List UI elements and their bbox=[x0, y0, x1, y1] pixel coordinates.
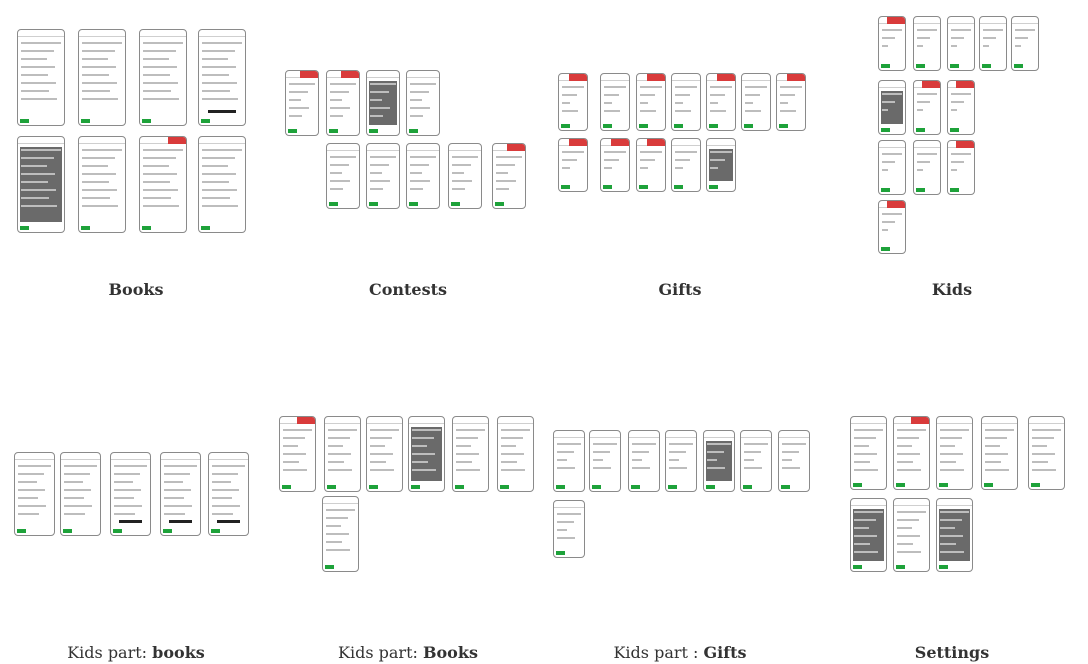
wireframe-screen bbox=[198, 29, 246, 126]
wireframe-screen bbox=[1011, 16, 1039, 71]
wireframe-screen bbox=[326, 70, 360, 136]
wireframe-screen bbox=[60, 452, 101, 536]
wireframe-screen bbox=[139, 29, 187, 126]
wireframe-screen bbox=[913, 16, 941, 71]
gifts-wireframes-thumbnail[interactable] bbox=[544, 0, 816, 270]
wireframe-screen bbox=[14, 452, 55, 536]
wireframe-screen bbox=[947, 16, 975, 71]
contests-wireframes-thumbnail[interactable] bbox=[272, 0, 544, 270]
section-label[interactable]: Kids bbox=[931, 280, 973, 299]
wireframe-screen bbox=[600, 138, 630, 192]
section-settings[interactable]: Settings bbox=[816, 400, 1088, 664]
section-label[interactable]: Kids part: Books bbox=[338, 643, 478, 662]
wireframe-screen bbox=[553, 500, 585, 558]
wireframe-screen bbox=[406, 70, 440, 136]
section-contests[interactable]: Contests bbox=[272, 0, 544, 310]
wireframe-screen bbox=[492, 143, 526, 209]
wireframe-screen bbox=[366, 70, 400, 136]
wireframe-screen bbox=[326, 143, 360, 209]
books-wireframes-thumbnail[interactable] bbox=[0, 0, 272, 270]
wireframe-screen bbox=[17, 29, 65, 126]
wireframe-screen bbox=[878, 140, 906, 195]
wireframe-screen bbox=[671, 138, 701, 192]
wireframe-screen bbox=[850, 498, 887, 572]
wireframe-screen bbox=[981, 416, 1018, 490]
section-label[interactable]: Contests bbox=[368, 280, 447, 299]
wireframe-screen bbox=[913, 140, 941, 195]
wireframe-screen bbox=[406, 143, 440, 209]
wireframe-screen bbox=[706, 138, 736, 192]
settings-wireframes-thumbnail[interactable] bbox=[816, 400, 1088, 630]
wireframe-screen bbox=[497, 416, 534, 492]
wireframe-screen bbox=[366, 143, 400, 209]
wireframe-screen bbox=[279, 416, 316, 492]
wireframe-screen bbox=[160, 452, 201, 536]
section-kids-part-books[interactable]: Kids part: Books bbox=[272, 400, 544, 664]
kids-wireframes-thumbnail[interactable] bbox=[816, 0, 1088, 270]
wireframe-screen bbox=[558, 73, 588, 131]
section-label[interactable]: Books bbox=[108, 280, 164, 299]
wireframe-screen bbox=[208, 452, 249, 536]
wireframe-screen bbox=[893, 416, 930, 490]
wireframe-screen bbox=[322, 496, 359, 572]
wireframe-screen bbox=[671, 73, 701, 131]
section-kids-part-books-lower[interactable]: Kids part: books bbox=[0, 400, 272, 664]
wireframe-screen bbox=[893, 498, 930, 572]
wireframe-screen bbox=[979, 16, 1007, 71]
wireframe-screen bbox=[636, 73, 666, 131]
wireframe-screen bbox=[706, 73, 736, 131]
wireframe-screen bbox=[947, 140, 975, 195]
wireframe-screen bbox=[776, 73, 806, 131]
wireframe-screen bbox=[703, 430, 735, 492]
wireframe-screen bbox=[366, 416, 403, 492]
wireframe-screen bbox=[285, 70, 319, 136]
wireframe-screen bbox=[741, 73, 771, 131]
wireframe-screen bbox=[936, 416, 973, 490]
wireframe-screen bbox=[878, 200, 906, 254]
wireframe-screen bbox=[110, 452, 151, 536]
wireframe-screen bbox=[558, 138, 588, 192]
section-label[interactable]: Kids part: books bbox=[67, 643, 205, 662]
wireframe-screen bbox=[448, 143, 482, 209]
wireframe-screen bbox=[740, 430, 772, 492]
wireframe-screen bbox=[778, 430, 810, 492]
section-books[interactable]: Books bbox=[0, 0, 272, 310]
wireframe-screen bbox=[665, 430, 697, 492]
kids-books-wireframes-thumbnail[interactable] bbox=[272, 400, 544, 630]
wireframe-screen bbox=[408, 416, 445, 492]
section-kids-part-gifts[interactable]: Kids part : Gifts bbox=[544, 400, 816, 664]
wireframe-screen bbox=[78, 29, 126, 126]
wireframe-screen bbox=[17, 136, 65, 233]
wireframe-screen bbox=[139, 136, 187, 233]
wireframe-screen bbox=[78, 136, 126, 233]
kids-gifts-wireframes-thumbnail[interactable] bbox=[544, 400, 816, 630]
wireframe-screen bbox=[324, 416, 361, 492]
section-label[interactable]: Kids part : Gifts bbox=[613, 643, 747, 662]
section-kids[interactable]: Kids bbox=[816, 0, 1088, 310]
wireframe-screen bbox=[600, 73, 630, 131]
wireframe-screen bbox=[452, 416, 489, 492]
wireframe-screen bbox=[913, 80, 941, 135]
section-label[interactable]: Gifts bbox=[658, 280, 702, 299]
wireframe-screen bbox=[936, 498, 973, 572]
wireframe-screen bbox=[628, 430, 660, 492]
wireframe-screen bbox=[198, 136, 246, 233]
wireframe-screen bbox=[553, 430, 585, 492]
wireframe-screen bbox=[589, 430, 621, 492]
wireframe-screen bbox=[878, 16, 906, 71]
wireframe-screen bbox=[1028, 416, 1065, 490]
section-label[interactable]: Settings bbox=[914, 643, 990, 662]
wireframe-screen bbox=[878, 80, 906, 135]
section-gifts[interactable]: Gifts bbox=[544, 0, 816, 310]
wireframe-screen bbox=[947, 80, 975, 135]
kids-books-lower-wireframes-thumbnail[interactable] bbox=[0, 400, 272, 630]
wireframe-screen bbox=[850, 416, 887, 490]
wireframe-screen bbox=[636, 138, 666, 192]
